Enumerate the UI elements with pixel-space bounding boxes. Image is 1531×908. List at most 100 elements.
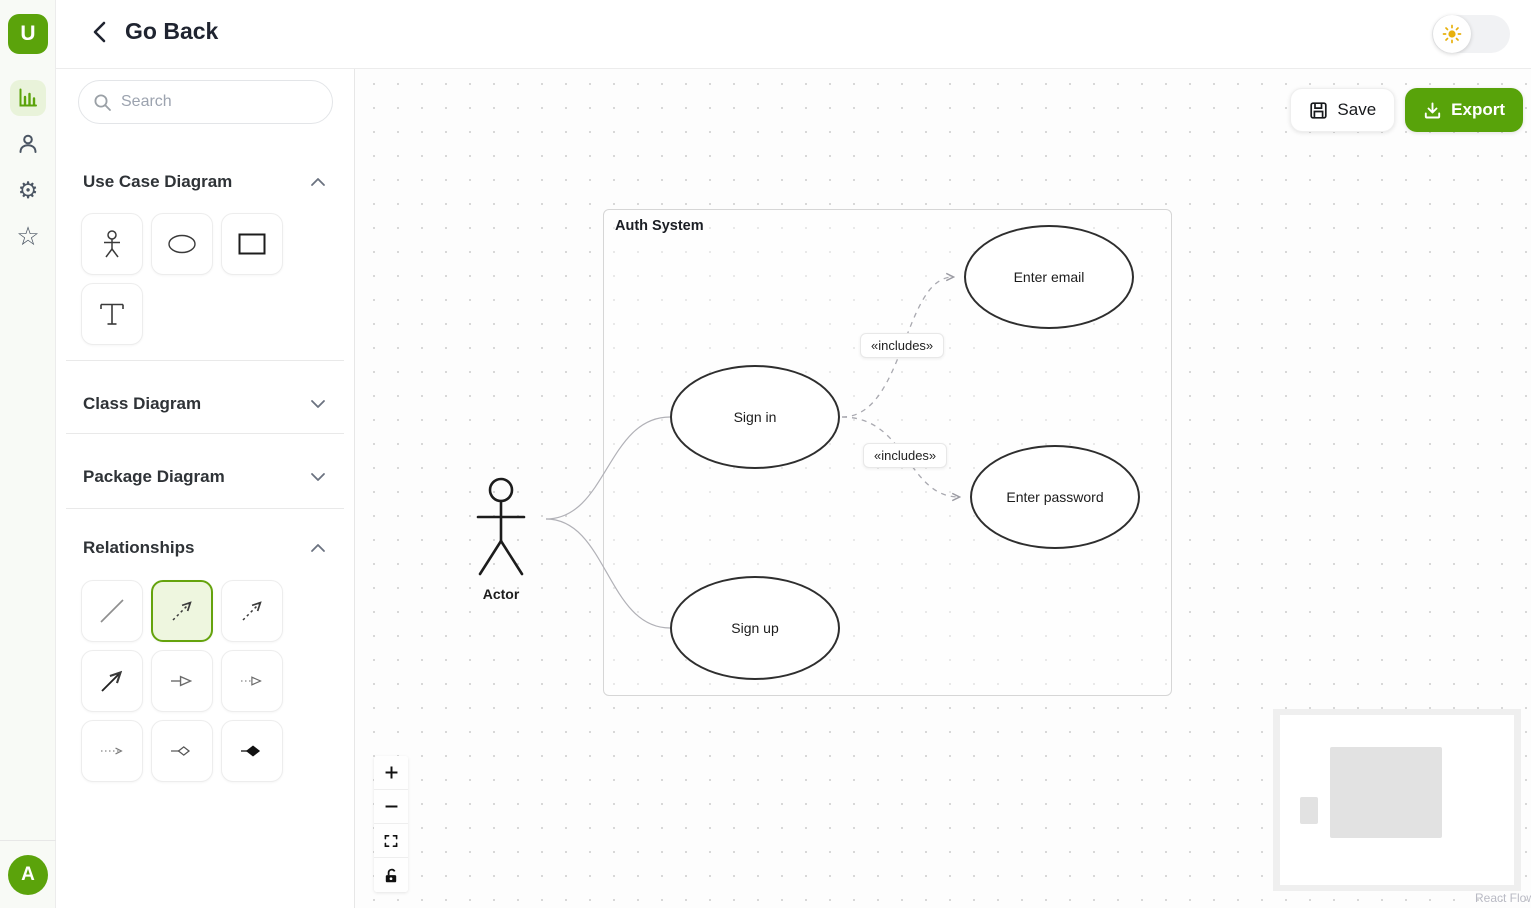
node-enter-password[interactable]: Enter password <box>970 445 1140 549</box>
edge-label-includes-1[interactable]: «includes» <box>860 333 945 358</box>
rail-item-diagrams[interactable] <box>10 80 46 116</box>
edge-label-includes-2[interactable]: «includes» <box>863 443 948 468</box>
export-button[interactable]: Export <box>1405 88 1523 132</box>
section-relationships[interactable]: Relationships <box>56 535 354 561</box>
node-label: Enter password <box>1006 489 1104 505</box>
topbar: Go Back <box>56 0 1531 69</box>
section-title: Relationships <box>83 538 195 557</box>
section-title: Package Diagram <box>83 467 225 486</box>
actor-icon <box>104 230 120 258</box>
avatar[interactable]: A <box>8 854 48 895</box>
chevron-up-icon <box>311 544 325 552</box>
dotted-arrow-icon <box>101 733 130 769</box>
icon-rail: U ⚙ ☆ A <box>0 0 56 908</box>
edge-signin-enter-password[interactable] <box>841 416 959 497</box>
fit-view-icon <box>384 834 398 847</box>
edge-label-text: «includes» <box>871 338 934 353</box>
star-icon: ☆ <box>16 221 40 251</box>
node-label: Sign in <box>733 409 777 425</box>
rail-item-profile[interactable] <box>10 126 46 162</box>
node-actor[interactable]: Actor <box>465 477 537 602</box>
download-icon <box>1425 102 1441 118</box>
section-title: Use Case Diagram <box>83 172 233 191</box>
zoom-out-button[interactable] <box>374 790 408 824</box>
unlock-icon <box>385 868 397 882</box>
zoom-in-button[interactable] <box>374 756 408 790</box>
relationship-tools <box>56 580 354 782</box>
rail-item-favorites[interactable]: ☆ <box>10 218 46 254</box>
divider <box>66 360 344 361</box>
rel-arrow-filled-diamond[interactable] <box>221 720 283 782</box>
shapes-sidebar: Use Case Diagram <box>56 69 355 908</box>
edge-actor-signup[interactable] <box>545 518 671 629</box>
rel-dashed-arrow-selected[interactable] <box>151 580 213 642</box>
section-package-diagram[interactable]: Package Diagram <box>56 464 354 490</box>
search-icon <box>94 94 111 111</box>
chevron-down-icon <box>311 473 325 481</box>
theme-toggle-knob <box>1433 15 1471 53</box>
fit-view-button[interactable] <box>374 824 408 858</box>
plain-line-icon <box>100 599 124 623</box>
rel-solid-arrow[interactable] <box>81 650 143 712</box>
chevron-down-icon <box>311 400 325 408</box>
plus-icon <box>385 766 397 779</box>
save-button-label: Save <box>1337 100 1377 119</box>
diagram-edges <box>545 69 1531 629</box>
rail-nav: ⚙ ☆ <box>0 80 56 254</box>
minimap-viewport <box>1280 715 1514 885</box>
arrow-filled-diamond-icon <box>241 745 261 757</box>
chevron-left-icon <box>93 21 106 42</box>
node-label: Sign up <box>731 620 779 636</box>
node-sign-in[interactable]: Sign in <box>670 365 840 469</box>
rel-dotted-arrow-open-triangle[interactable] <box>221 650 283 712</box>
actor-label: Actor <box>482 586 520 602</box>
minus-icon <box>385 805 397 808</box>
save-button[interactable]: Save <box>1290 88 1396 132</box>
solid-arrow-icon <box>101 663 130 692</box>
rel-arrow-open-triangle[interactable] <box>151 650 213 712</box>
bar-chart-icon <box>19 88 37 107</box>
gear-icon: ⚙ <box>17 176 39 203</box>
edge-label-text: «includes» <box>874 448 937 463</box>
react-flow-attribution: React Flow <box>1475 891 1531 905</box>
search-input[interactable] <box>78 80 333 124</box>
ellipse-icon <box>168 234 196 254</box>
canvas-controls <box>374 756 408 892</box>
tool-rectangle[interactable] <box>221 213 283 275</box>
rel-plain-line[interactable] <box>81 580 143 642</box>
rel-dotted-arrow[interactable] <box>81 720 143 782</box>
edge-actor-signin[interactable] <box>545 416 671 520</box>
rel-arrow-open-diamond[interactable] <box>151 720 213 782</box>
minimap[interactable] <box>1273 709 1521 891</box>
page-title: Go Back <box>125 18 219 44</box>
arrow-open-diamond-icon <box>171 746 191 756</box>
arrow-open-triangle-icon <box>171 663 200 699</box>
lock-button[interactable] <box>374 858 408 892</box>
canvas-toolbar: Save Export <box>1290 88 1523 132</box>
go-back-button[interactable]: Go Back <box>92 18 218 45</box>
actor-figure-icon <box>476 477 526 576</box>
minimap-node-auth-system <box>1330 747 1442 838</box>
divider <box>66 433 344 434</box>
section-title: Class Diagram <box>83 394 202 413</box>
app-logo[interactable]: U <box>8 14 48 54</box>
node-enter-email[interactable]: Enter email <box>964 225 1134 329</box>
section-use-case-diagram[interactable]: Use Case Diagram <box>56 169 354 195</box>
dashed-arrow-icon <box>172 593 200 621</box>
export-button-label: Export <box>1451 100 1505 119</box>
node-sign-up[interactable]: Sign up <box>670 576 840 680</box>
minimap-node-actor <box>1300 797 1318 824</box>
sun-icon <box>1442 24 1462 44</box>
rail-item-settings[interactable]: ⚙ <box>10 172 46 208</box>
tool-ellipse[interactable] <box>151 213 213 275</box>
text-icon <box>100 303 124 325</box>
rail-bottom: A <box>0 840 56 908</box>
diagram-canvas[interactable]: Save Export Auth System Sign in Sign up … <box>355 69 1531 908</box>
tool-actor[interactable] <box>81 213 143 275</box>
section-class-diagram[interactable]: Class Diagram <box>56 391 354 417</box>
edge-signin-enter-email[interactable] <box>841 277 953 418</box>
rectangle-icon <box>238 233 266 255</box>
rel-dashed-arrow[interactable] <box>221 580 283 642</box>
tool-text[interactable] <box>81 283 143 345</box>
theme-toggle[interactable] <box>1432 15 1510 53</box>
